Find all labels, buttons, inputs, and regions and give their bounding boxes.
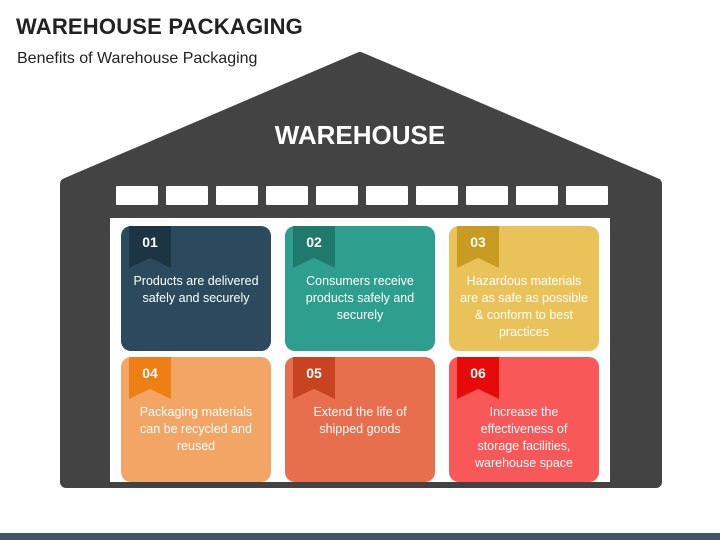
- benefit-card-06: 06 Increase the effectiveness of storage…: [449, 357, 599, 482]
- benefit-card-01: 01 Products are delivered safely and sec…: [121, 226, 271, 351]
- benefit-card-04: 04 Packaging materials can be recycled a…: [121, 357, 271, 482]
- page-subtitle: Benefits of Warehouse Packaging: [17, 50, 258, 67]
- window: [316, 186, 358, 205]
- card-number: 04: [142, 365, 158, 381]
- card-number: 02: [306, 234, 322, 250]
- card-text: Products are delivered safely and secure…: [133, 274, 259, 305]
- benefit-card-02: 02 Consumers receive products safely and…: [285, 226, 435, 351]
- window: [216, 186, 258, 205]
- card-number: 03: [470, 234, 486, 250]
- card-text: Increase the effectiveness of storage fa…: [475, 405, 573, 470]
- window: [366, 186, 408, 205]
- window: [266, 186, 308, 205]
- window: [416, 186, 458, 205]
- card-text: Consumers receive products safely and se…: [305, 274, 415, 322]
- window: [466, 186, 508, 205]
- window: [166, 186, 208, 205]
- card-text: Packaging materials can be recycled and …: [139, 405, 253, 453]
- card-number: 01: [142, 234, 158, 250]
- benefit-card-05: 05 Extend the life of shipped goods: [285, 357, 435, 482]
- card-text: Hazardous materials are as safe as possi…: [460, 274, 588, 339]
- warehouse-label: WAREHOUSE: [274, 120, 446, 150]
- window: [516, 186, 558, 205]
- card-text: Extend the life of shipped goods: [313, 405, 407, 436]
- benefit-card-03: 03 Hazardous materials are as safe as po…: [449, 226, 599, 351]
- window: [116, 186, 158, 205]
- bottom-bar: [0, 533, 720, 540]
- page-title: WAREHOUSE PACKAGING: [16, 14, 303, 39]
- card-number: 06: [470, 365, 486, 381]
- card-number: 05: [306, 365, 322, 381]
- window: [566, 186, 608, 205]
